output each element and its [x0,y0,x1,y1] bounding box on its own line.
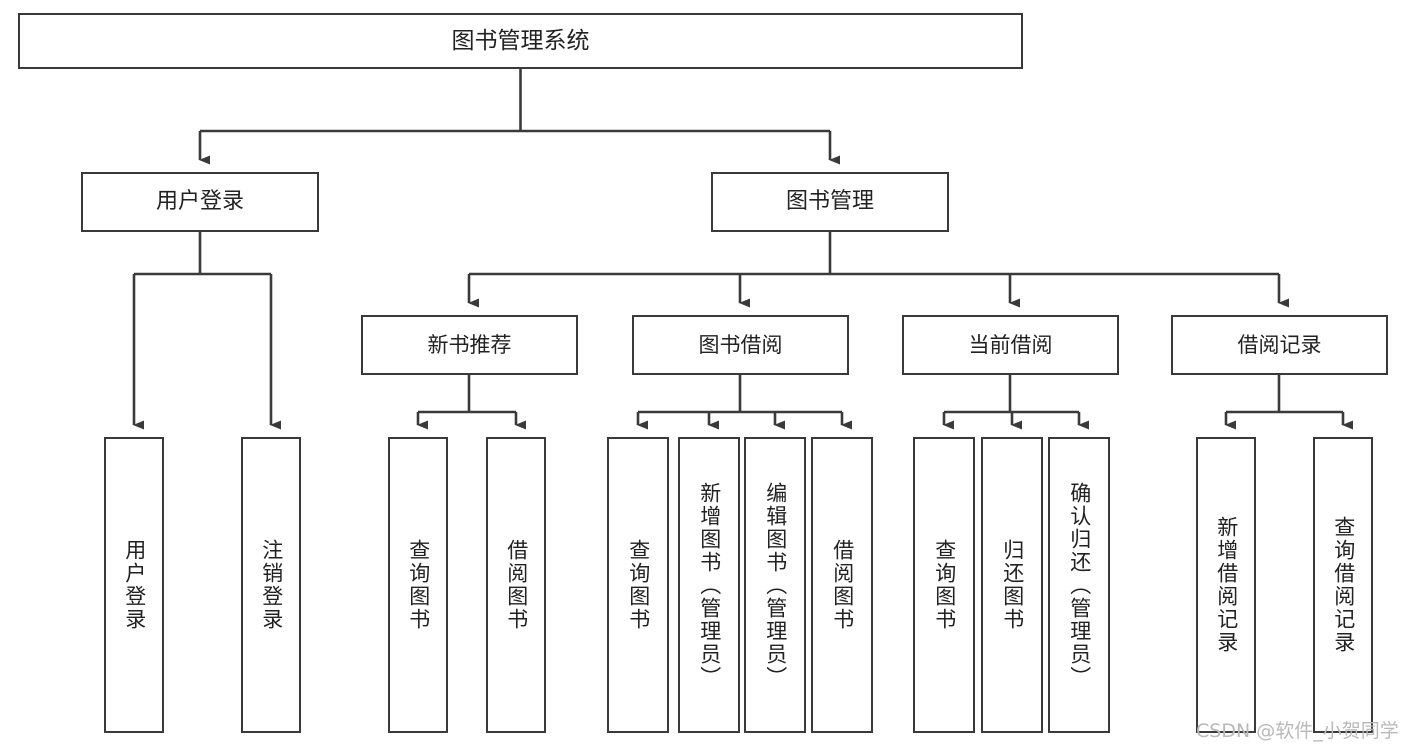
node-label: 查询图书 [406,539,431,631]
leaf-borrow-book-recommend[interactable]: 借阅图书 [486,437,546,733]
node-label: 查询借阅记录 [1331,516,1356,654]
node-label: 注销登录 [259,539,284,631]
node-label: 查询图书 [626,539,651,631]
node-label: 图书管理系统 [451,27,590,54]
node-label: 借阅图书 [830,539,855,631]
leaf-confirm-return-admin[interactable]: 确认归还（管理员） [1048,437,1110,733]
node-label: 当前借阅 [968,332,1053,357]
leaf-edit-book-admin[interactable]: 编辑图书（管理员） [744,437,806,733]
node-label: 图书借阅 [698,332,783,357]
node-label: 图书管理 [785,189,874,214]
node-borrow-record[interactable]: 借阅记录 [1171,315,1388,375]
node-label: 借阅记录 [1237,332,1322,357]
node-label: 确认归还（管理员） [1067,481,1092,689]
node-root-system[interactable]: 图书管理系统 [18,13,1023,69]
leaf-query-book-borrow[interactable]: 查询图书 [607,437,669,733]
leaf-query-borrow-record[interactable]: 查询借阅记录 [1313,437,1373,733]
node-label: 用户登录 [122,539,147,631]
node-label: 新增借阅记录 [1214,516,1239,654]
leaf-add-book-admin[interactable]: 新增图书（管理员） [678,437,740,733]
node-label: 借阅图书 [504,539,529,631]
node-label: 新书推荐 [427,332,512,357]
node-new-book-recommend[interactable]: 新书推荐 [361,315,578,375]
node-label: 查询图书 [932,539,957,631]
node-label: 归还图书 [1000,539,1025,631]
node-label: 新增图书（管理员） [697,481,722,689]
leaf-user-login[interactable]: 用户登录 [104,437,164,733]
leaf-query-book-recommend[interactable]: 查询图书 [388,437,448,733]
node-label: 编辑图书（管理员） [763,481,788,689]
leaf-query-book-current[interactable]: 查询图书 [913,437,975,733]
leaf-logout-login[interactable]: 注销登录 [241,437,301,733]
leaf-borrow-book[interactable]: 借阅图书 [811,437,873,733]
leaf-return-book[interactable]: 归还图书 [981,437,1043,733]
csdn-watermark: CSDN @软件_小贺同学 [1196,720,1399,742]
leaf-add-borrow-record[interactable]: 新增借阅记录 [1196,437,1256,733]
node-user-login[interactable]: 用户登录 [81,172,319,232]
node-book-borrow[interactable]: 图书借阅 [632,315,849,375]
node-label: 用户登录 [155,189,244,214]
node-current-borrow[interactable]: 当前借阅 [902,315,1119,375]
node-book-management[interactable]: 图书管理 [711,172,949,232]
